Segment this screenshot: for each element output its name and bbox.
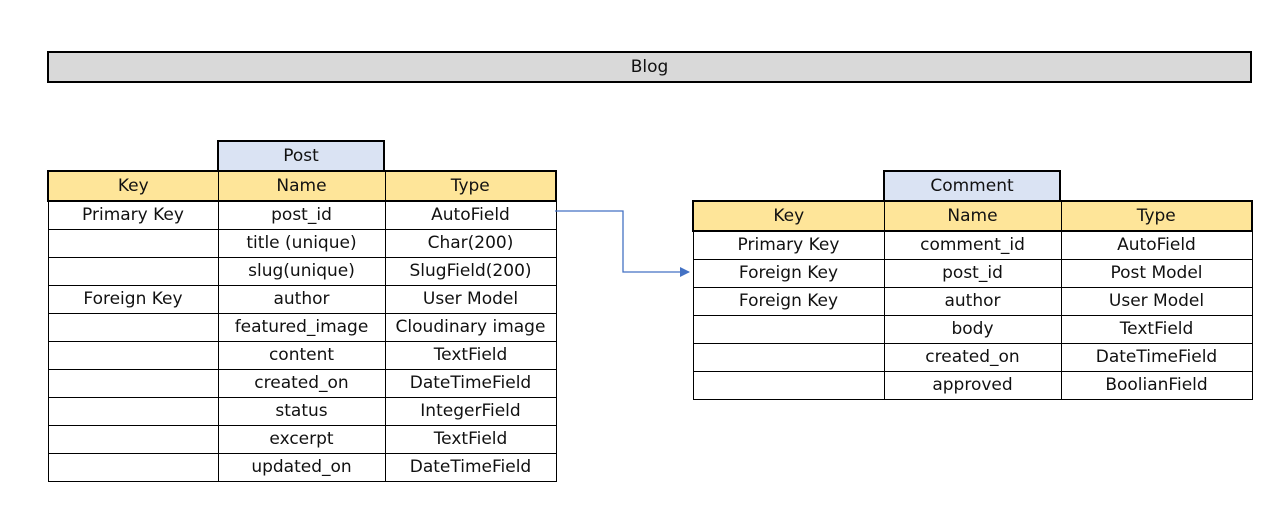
post-cell-key: Primary Key bbox=[47, 200, 219, 230]
post-header-key: Key bbox=[47, 170, 219, 202]
comment-cell-key bbox=[692, 315, 885, 344]
comment-header-row: Key Name Type bbox=[692, 200, 1253, 232]
post-cell-type: User Model bbox=[384, 285, 557, 314]
comment-cell-type: AutoField bbox=[1060, 230, 1253, 260]
comment-cell-type: User Model bbox=[1060, 287, 1253, 316]
post-cell-name: updated_on bbox=[217, 453, 386, 482]
post-cell-type: Char(200) bbox=[384, 229, 557, 258]
post-header-row: Key Name Type bbox=[47, 170, 557, 202]
comment-cell-type: BoolianField bbox=[1060, 371, 1253, 400]
post-cell-name: post_id bbox=[217, 200, 386, 230]
post-cell-type: IntegerField bbox=[384, 397, 557, 426]
comment-cell-name: approved bbox=[883, 371, 1062, 400]
comment-cell-name: post_id bbox=[883, 259, 1062, 288]
diagram-title-banner: Blog bbox=[47, 51, 1252, 83]
post-row: title (unique)Char(200) bbox=[47, 229, 557, 258]
comment-cell-name: body bbox=[883, 315, 1062, 344]
post-table-title: Post bbox=[283, 146, 319, 166]
comment-table-title: Comment bbox=[930, 176, 1014, 196]
post-id-foreign-key-arrow bbox=[555, 210, 690, 277]
post-cell-key bbox=[47, 453, 219, 482]
comment-cell-key: Foreign Key bbox=[692, 259, 885, 288]
post-cell-name: slug(unique) bbox=[217, 257, 386, 286]
post-header-type: Type bbox=[384, 170, 557, 202]
comment-table-name: Comment bbox=[883, 170, 1061, 200]
post-cell-type: TextField bbox=[384, 425, 557, 454]
comment-header-type: Type bbox=[1060, 200, 1253, 232]
comment-cell-key: Primary Key bbox=[692, 230, 885, 260]
post-cell-name: content bbox=[217, 341, 386, 370]
comment-cell-key bbox=[692, 371, 885, 400]
post-cell-key bbox=[47, 397, 219, 426]
post-cell-type: DateTimeField bbox=[384, 453, 557, 482]
post-cell-name: created_on bbox=[217, 369, 386, 398]
comment-cell-name: comment_id bbox=[883, 230, 1062, 260]
post-cell-key: Foreign Key bbox=[47, 285, 219, 314]
post-cell-type: Cloudinary image bbox=[384, 313, 557, 342]
post-cell-name: title (unique) bbox=[217, 229, 386, 258]
comment-header-name: Name bbox=[883, 200, 1062, 232]
post-cell-key bbox=[47, 341, 219, 370]
comment-cell-type: TextField bbox=[1060, 315, 1253, 344]
comment-cell-type: Post Model bbox=[1060, 259, 1253, 288]
post-cell-type: DateTimeField bbox=[384, 369, 557, 398]
post-cell-type: AutoField bbox=[384, 200, 557, 230]
comment-cell-key: Foreign Key bbox=[692, 287, 885, 316]
post-cell-key bbox=[47, 257, 219, 286]
post-table-name: Post bbox=[217, 140, 385, 170]
post-header-name: Name bbox=[217, 170, 386, 202]
post-cell-name: featured_image bbox=[217, 313, 386, 342]
comment-header-key: Key bbox=[692, 200, 885, 232]
diagram-title: Blog bbox=[630, 57, 669, 77]
